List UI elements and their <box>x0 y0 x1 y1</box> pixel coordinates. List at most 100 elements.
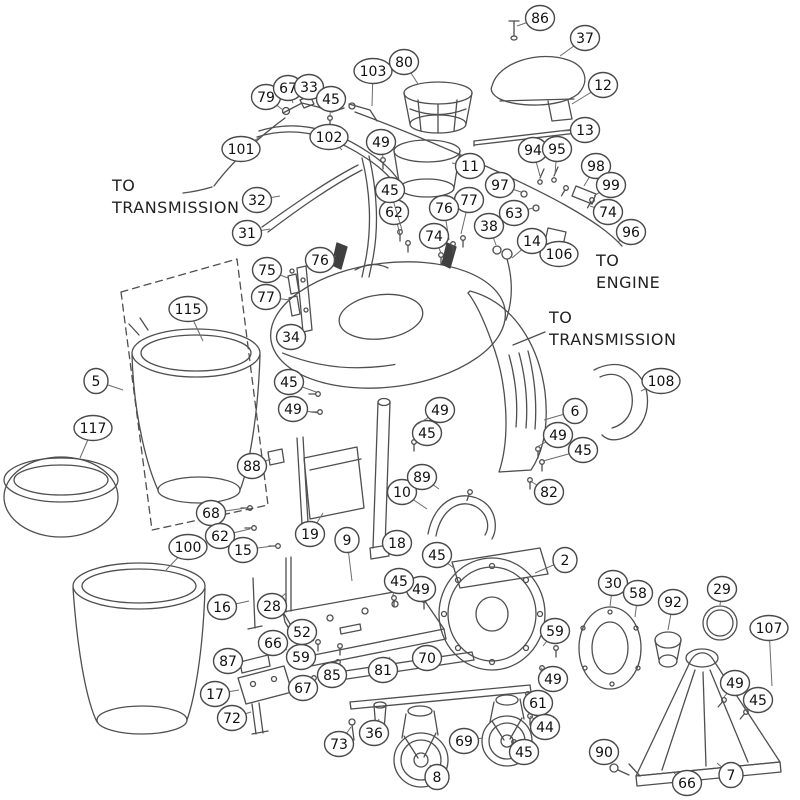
callout-number: 59 <box>546 624 564 640</box>
callout-number: 99 <box>602 178 620 194</box>
callout-72: 72 <box>216 704 252 732</box>
callout-2: 2 <box>534 546 578 574</box>
callout-number: 33 <box>300 80 318 96</box>
callout-number: 67 <box>294 681 312 697</box>
flange-ring <box>578 606 642 690</box>
seat <box>490 20 586 122</box>
callout-number: 77 <box>257 290 275 306</box>
callout-number: 15 <box>234 543 252 559</box>
callout-number: 95 <box>548 142 566 158</box>
callout-19: 19 <box>294 512 326 548</box>
callout-29: 29 <box>706 575 738 606</box>
callout-15: 15 <box>227 536 274 564</box>
callout-45: 45 <box>273 368 317 396</box>
callout-37: 37 <box>559 24 601 57</box>
callout-77: 77 <box>250 283 291 311</box>
callout-number: 16 <box>213 600 231 616</box>
callout-49: 49 <box>537 665 569 693</box>
callout-number: 49 <box>412 582 430 598</box>
callout-number: 117 <box>80 421 107 437</box>
callout-number: 69 <box>455 734 473 750</box>
callout-number: 66 <box>264 636 282 652</box>
callout-92: 92 <box>657 588 689 631</box>
callout-33: 33 <box>293 73 325 101</box>
callout-81: 81 <box>367 656 399 684</box>
callout-number: 81 <box>374 663 392 679</box>
callout-number: 80 <box>395 55 413 71</box>
callout-number: 62 <box>385 205 403 221</box>
callout-number: 30 <box>604 576 622 592</box>
callout-18: 18 <box>381 529 413 557</box>
callout-97: 97 <box>484 171 522 199</box>
callout-number: 98 <box>587 159 605 175</box>
callout-58: 58 <box>622 579 654 618</box>
discharge-chute <box>467 290 547 473</box>
callout-66: 66 <box>671 769 703 797</box>
callout-number: 66 <box>678 776 696 792</box>
blower-scroll <box>438 547 549 671</box>
callout-7: 7 <box>716 761 744 789</box>
callout-101: 101 <box>221 135 261 163</box>
callout-28: 28 <box>256 592 288 620</box>
callout-108: 108 <box>640 367 681 395</box>
callout-98: 98 <box>580 152 612 187</box>
callout-8: 8 <box>424 763 450 791</box>
spacer-cylinder <box>654 631 682 668</box>
callout-number: 63 <box>505 206 523 222</box>
callout-number: 52 <box>293 625 311 641</box>
callout-number: 49 <box>544 672 562 688</box>
callout-number: 45 <box>322 92 340 108</box>
callout-number: 90 <box>595 745 613 761</box>
callout-49: 49 <box>417 396 456 425</box>
callout-number: 45 <box>390 574 408 590</box>
callout-13: 13 <box>559 116 601 144</box>
callout-number: 76 <box>435 201 453 217</box>
callout-62: 62 <box>204 522 251 550</box>
callout-number: 101 <box>228 142 255 158</box>
callout-17: 17 <box>199 680 240 708</box>
callout-49: 49 <box>536 421 574 449</box>
callout-115: 115 <box>168 295 208 342</box>
callout-number: 73 <box>330 737 348 753</box>
callout-70: 70 <box>411 644 443 672</box>
callout-75: 75 <box>251 256 289 284</box>
callout-number: 45 <box>749 693 767 709</box>
callout-66: 66 <box>257 629 289 657</box>
callout-76: 76 <box>304 246 337 274</box>
callout-number: 85 <box>323 668 341 684</box>
callout-number: 13 <box>576 123 594 139</box>
svg-text:ENGINE: ENGINE <box>596 273 660 292</box>
callout-45: 45 <box>421 541 456 570</box>
callout-45: 45 <box>411 419 443 447</box>
callout-9: 9 <box>334 526 360 582</box>
callout-106: 106 <box>539 240 579 268</box>
callout-number: 49 <box>372 135 390 151</box>
control-linkage <box>287 166 597 333</box>
callout-45: 45 <box>542 436 599 464</box>
callout-number: 49 <box>726 676 744 692</box>
callout-number: 10 <box>393 485 411 501</box>
callout-14: 14 <box>511 227 548 259</box>
callout-number: 7 <box>727 768 736 784</box>
callout-number: 38 <box>480 219 498 235</box>
callout-12: 12 <box>571 71 619 105</box>
callout-45: 45 <box>508 738 540 766</box>
callout-number: 68 <box>202 506 220 522</box>
callout-74: 74 <box>418 222 450 254</box>
dashed-outline <box>120 258 269 531</box>
callout-number: 45 <box>515 745 533 761</box>
callout-number: 17 <box>206 687 224 703</box>
callout-number: 8 <box>433 770 442 786</box>
callout-52: 52 <box>286 618 318 646</box>
callout-49: 49 <box>277 395 319 423</box>
callout-number: 102 <box>316 130 343 146</box>
callout-number: 74 <box>425 229 443 245</box>
callout-10: 10 <box>386 478 428 510</box>
callout-102: 102 <box>309 123 349 151</box>
callout-number: 103 <box>360 64 387 80</box>
callout-73: 73 <box>323 726 355 758</box>
callout-number: 45 <box>381 183 399 199</box>
